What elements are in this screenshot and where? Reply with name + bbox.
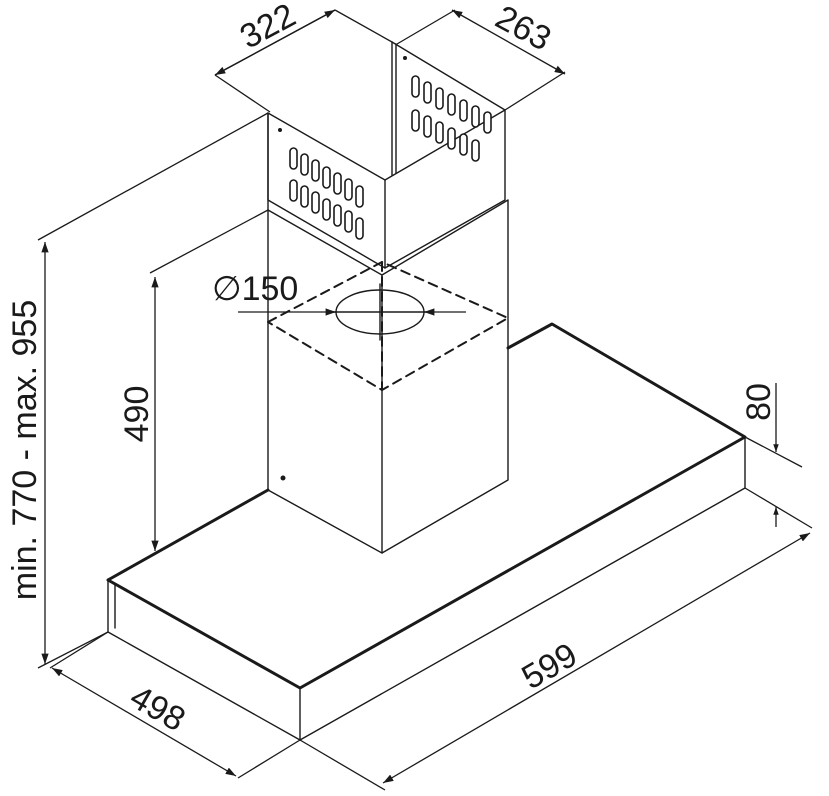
label-chimney-width: 322 <box>234 0 302 56</box>
dimension-lower-chimney: 490 <box>118 209 269 551</box>
label-chimney-depth: 263 <box>489 0 557 58</box>
lower-chimney <box>267 199 509 554</box>
duct-outlet <box>327 283 433 341</box>
upper-chimney <box>267 41 506 269</box>
vent-slots-left <box>289 147 364 240</box>
label-canopy-depth: 498 <box>123 678 191 739</box>
dimension-chimney-depth: 263 <box>396 0 566 111</box>
label-canopy-width: 599 <box>515 636 583 697</box>
dimension-canopy-width: 599 <box>299 532 811 791</box>
vent-slots-right <box>411 75 492 162</box>
dimension-canopy-thickness: 80 <box>740 383 813 529</box>
label-duct-diameter: ∅150 <box>212 270 298 308</box>
label-lower-chimney: 490 <box>118 386 156 443</box>
hidden-outline <box>267 261 509 391</box>
label-total-height: min. 770 - max. 955 <box>6 300 44 600</box>
dimension-canopy-depth: 498 <box>49 631 301 779</box>
dimension-duct-diameter: ∅150 <box>212 270 466 316</box>
label-canopy-thickness: 80 <box>740 383 778 421</box>
dimension-chimney-width: 322 <box>214 0 393 113</box>
canopy <box>106 322 747 741</box>
dimension-total-height: min. 770 - max. 955 <box>6 112 269 669</box>
